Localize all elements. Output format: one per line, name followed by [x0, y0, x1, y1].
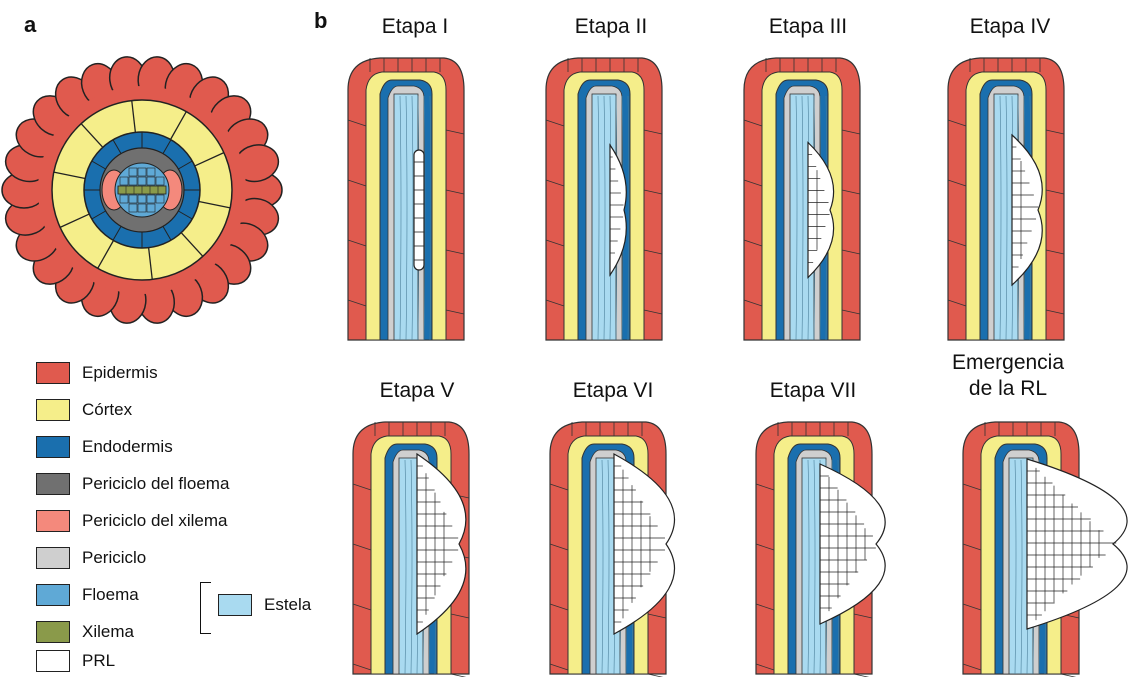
- legend-label: Periciclo del xilema: [82, 511, 228, 531]
- stele-bracket: [200, 582, 211, 634]
- legend-swatch: [36, 621, 70, 643]
- legend-item-xylem-pericycle: Periciclo del xilema: [36, 508, 228, 534]
- panel-label-a: a: [24, 12, 36, 38]
- legend-item-endodermis: Endodermis: [36, 434, 173, 460]
- legend-item-prl: PRL: [36, 648, 115, 674]
- legend-label: Estela: [264, 595, 311, 615]
- legend-swatch: [36, 650, 70, 672]
- legend-swatch: [218, 594, 252, 616]
- stage-title-1: Etapa I: [335, 14, 495, 40]
- stage-title-5: Etapa V: [337, 378, 497, 404]
- stage-diagram-8: [955, 414, 1138, 674]
- legend-swatch: [36, 510, 70, 532]
- root-cross-section: [0, 40, 290, 340]
- stage-diagram-7: [748, 414, 948, 674]
- legend-swatch: [36, 473, 70, 495]
- legend-label: Xilema: [82, 622, 134, 642]
- legend-label: Periciclo: [82, 548, 146, 568]
- panel-label-b: b: [314, 8, 327, 34]
- legend-label: Endodermis: [82, 437, 173, 457]
- legend-label: Epidermis: [82, 363, 158, 383]
- legend-item-epidermis: Epidermis: [36, 360, 158, 386]
- stage-title-4: Etapa IV: [930, 14, 1090, 40]
- stage-diagram-1: [340, 50, 540, 340]
- legend-swatch: [36, 399, 70, 421]
- stage-diagram-3: [736, 50, 936, 340]
- legend-item-phloem: Floema: [36, 582, 139, 608]
- legend-swatch: [36, 362, 70, 384]
- stage-title-3: Etapa III: [728, 14, 888, 40]
- legend-swatch: [36, 584, 70, 606]
- stage-title-2: Etapa II: [531, 14, 691, 40]
- stage-title-6: Etapa VI: [533, 378, 693, 404]
- stage-diagram-4: [940, 50, 1138, 340]
- stage-diagram-2: [538, 50, 738, 340]
- legend-item-stele: Estela: [218, 594, 311, 616]
- legend-label: Periciclo del floema: [82, 474, 229, 494]
- stage-diagram-5: [345, 414, 545, 674]
- legend-label: PRL: [82, 651, 115, 671]
- legend-swatch: [36, 547, 70, 569]
- legend-item-xylem: Xilema: [36, 619, 134, 645]
- legend-label: Floema: [82, 585, 139, 605]
- legend-item-phloem-pericycle: Periciclo del floema: [36, 471, 229, 497]
- legend-swatch: [36, 436, 70, 458]
- legend-item-pericycle: Periciclo: [36, 545, 146, 571]
- stage-diagram-6: [542, 414, 742, 674]
- legend-label: Córtex: [82, 400, 132, 420]
- legend-item-cortex: Córtex: [36, 397, 132, 423]
- stage-title-7: Etapa VII: [733, 378, 893, 404]
